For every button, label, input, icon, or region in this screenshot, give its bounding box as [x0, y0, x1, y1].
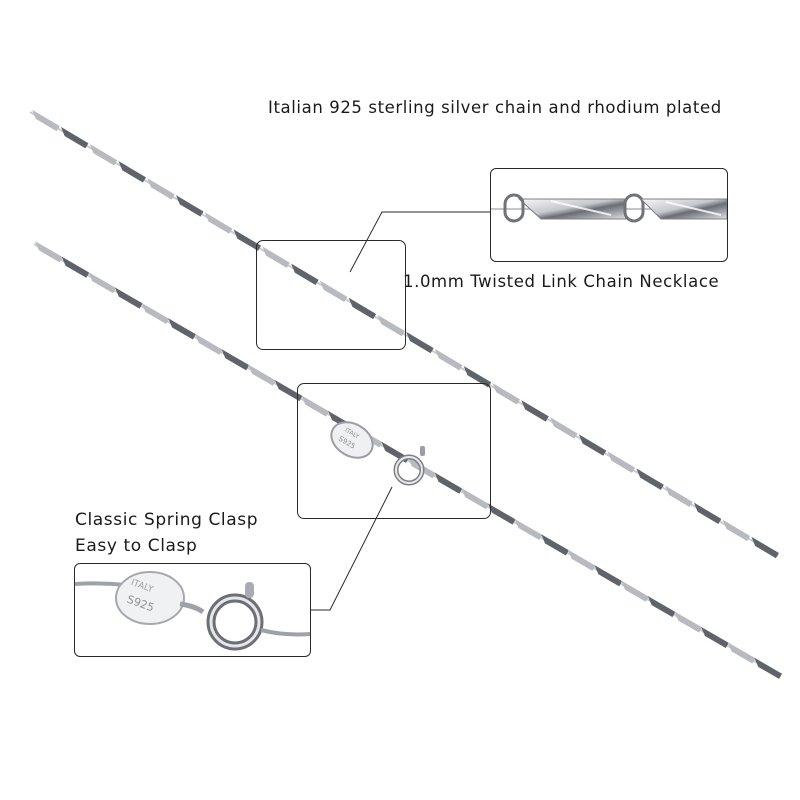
clasp-caption-line1: Classic Spring Clasp: [75, 510, 259, 530]
clasp-caption-line2: Easy to Clasp: [75, 536, 198, 556]
clasp-magnifier-outline: [297, 383, 491, 519]
chain-link: [194, 333, 223, 355]
chain-link: [621, 580, 649, 602]
chain-link: [118, 161, 146, 183]
chain-link: [204, 212, 233, 234]
chain-link: [541, 534, 569, 556]
closeup-ring-right: [623, 193, 645, 223]
chain-link: [567, 549, 596, 571]
chain-link: [607, 451, 636, 473]
chain-magnifier-outline: [256, 240, 406, 350]
chain-link: [701, 626, 729, 649]
chain-link: [114, 287, 143, 309]
chain-link: [492, 383, 520, 405]
chain-link: [521, 400, 549, 422]
chain-link: [406, 331, 434, 354]
chain-link: [674, 611, 703, 633]
chain-link: [665, 485, 693, 507]
link-closeup-image: [490, 168, 728, 262]
chain-link: [34, 241, 63, 263]
chain-type-caption: 1.0mm Twisted Link Chain Necklace: [403, 272, 720, 291]
material-caption: Italian 925 sterling silver chain and rh…: [268, 98, 722, 117]
chain-link: [168, 318, 196, 340]
chain-link: [61, 256, 90, 278]
chain-link: [141, 302, 170, 325]
closeup-spring-ring: [206, 582, 264, 651]
chain-link: [514, 518, 543, 541]
chain-link: [550, 417, 578, 439]
chain-link: [89, 143, 118, 166]
chain-link: [578, 434, 607, 456]
chain-link: [727, 642, 756, 664]
chain-link: [248, 364, 276, 386]
closeup-link-left: [517, 198, 627, 220]
chain-link: [751, 536, 779, 559]
chain-link: [147, 178, 175, 200]
clasp-closeup-image: ITALY S925: [74, 563, 311, 657]
chain-link: [594, 565, 623, 587]
chain-link: [434, 348, 463, 371]
closeup-link-right: [639, 198, 727, 220]
chain-link: [636, 468, 664, 490]
chain-link: [176, 195, 204, 217]
chain-link: [32, 109, 60, 132]
closeup-ring-left: [503, 193, 525, 223]
chain-link: [88, 271, 116, 294]
chain-link: [60, 126, 89, 149]
chain-link: [693, 502, 722, 525]
chain-link: [647, 595, 676, 618]
chain-link: [754, 657, 783, 679]
chain-link: [221, 349, 250, 371]
closeup-tag: [115, 571, 185, 625]
chain-link: [722, 519, 751, 542]
